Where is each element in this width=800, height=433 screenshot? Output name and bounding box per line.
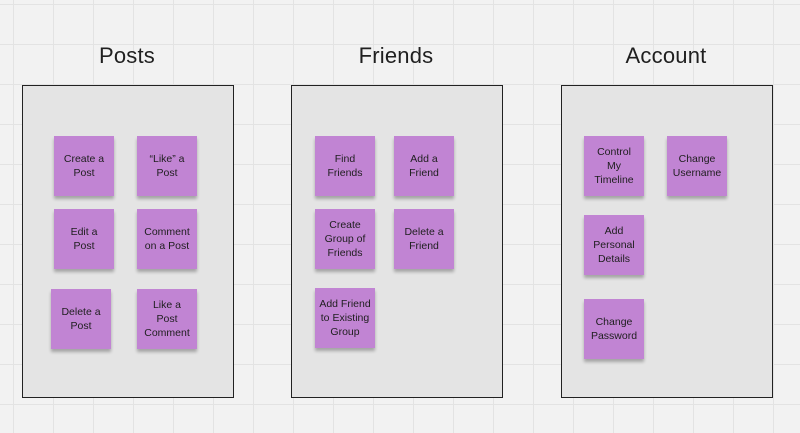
sticky-note-create-post[interactable]: Create a Post	[54, 136, 114, 196]
sticky-note-add-friend-to-group[interactable]: Add Friend to Existing Group	[315, 288, 375, 348]
sticky-note-comment-post[interactable]: Comment on a Post	[137, 209, 197, 269]
sticky-note-edit-post[interactable]: Edit a Post	[54, 209, 114, 269]
group-title-posts: Posts	[98, 43, 156, 68]
sticky-note-control-timeline[interactable]: Control My Timeline	[584, 136, 644, 196]
sticky-note-delete-post[interactable]: Delete a Post	[51, 289, 111, 349]
group-title-account: Account	[625, 43, 707, 68]
sticky-note-add-friend[interactable]: Add a Friend	[394, 136, 454, 196]
sticky-note-add-personal-details[interactable]: Add Personal Details	[584, 215, 644, 275]
sticky-note-like-post[interactable]: “Like” a Post	[137, 136, 197, 196]
sticky-note-find-friends[interactable]: Find Friends	[315, 136, 375, 196]
sticky-note-change-password[interactable]: Change Password	[584, 299, 644, 359]
sticky-note-like-comment[interactable]: Like a Post Comment	[137, 289, 197, 349]
sticky-note-create-group[interactable]: Create Group of Friends	[315, 209, 375, 269]
sticky-note-change-username[interactable]: Change Username	[667, 136, 727, 196]
sticky-note-delete-friend[interactable]: Delete a Friend	[394, 209, 454, 269]
group-title-friends: Friends	[358, 43, 434, 68]
